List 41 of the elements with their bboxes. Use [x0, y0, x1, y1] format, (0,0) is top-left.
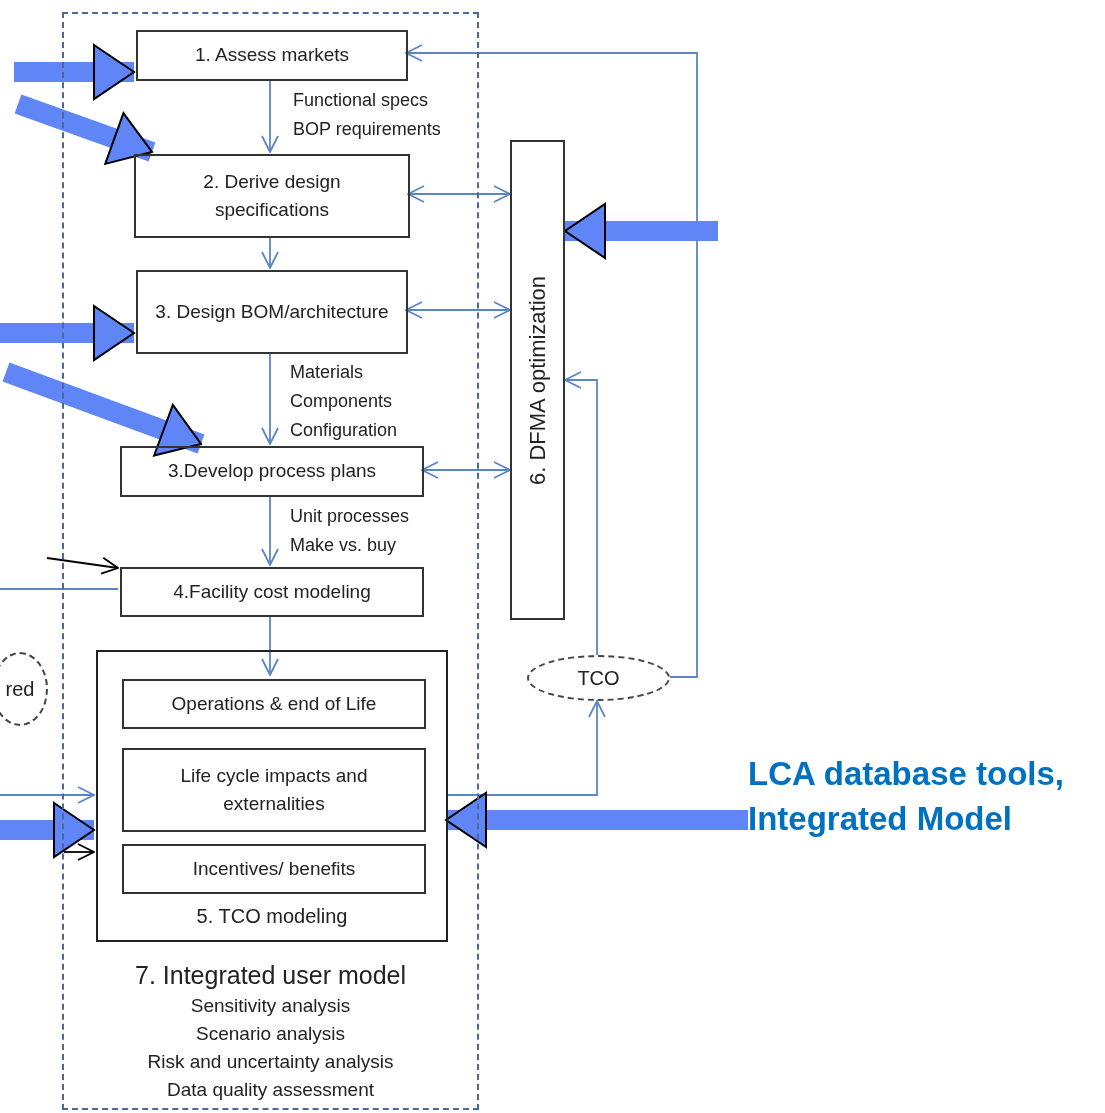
- group-title: 5. TCO modeling: [195, 905, 349, 928]
- process-box: Life cycle impacts and externalities: [122, 748, 426, 832]
- process-box: 2. Derive design specifications: [134, 154, 410, 238]
- arrow: [445, 700, 606, 796]
- arrow: [405, 44, 698, 678]
- process-box: 4.Facility cost modeling: [120, 567, 424, 617]
- block-arrow: [14, 94, 156, 165]
- process-box: 3. Design BOM/architecture: [136, 270, 408, 354]
- arrow: [261, 614, 279, 676]
- arrow: [0, 786, 95, 804]
- process-box: 1. Assess markets: [136, 30, 408, 81]
- group-box: [96, 650, 448, 942]
- process-box: Incentives/ benefits: [122, 844, 426, 894]
- block-arrow: [0, 305, 135, 361]
- process-box: 6. DFMA optimization: [510, 140, 565, 620]
- list-item: Data quality assessment: [167, 1078, 374, 1102]
- dashed-ellipse: red: [0, 652, 48, 726]
- list-item: Scenario analysis: [196, 1022, 345, 1046]
- list-item: Sensitivity analysis: [190, 994, 351, 1018]
- arrow: [261, 351, 279, 445]
- connector-line: [0, 588, 119, 590]
- dashed-ellipse: TCO: [527, 655, 670, 701]
- arrow: [407, 185, 511, 203]
- block-arrow: [0, 802, 95, 858]
- arrow: [421, 461, 511, 479]
- block-arrow: [564, 203, 718, 259]
- arrow: [405, 301, 511, 319]
- arrow: [63, 843, 95, 861]
- process-box: Operations & end of Life: [122, 679, 426, 729]
- arrow: [261, 494, 279, 566]
- arrow: [261, 235, 279, 269]
- block-arrow: [14, 44, 135, 100]
- block-arrow: [2, 362, 205, 457]
- arrow: [261, 78, 279, 153]
- callout-text: LCA database tools, Integrated Model: [748, 752, 1105, 888]
- arrow: [46, 556, 119, 575]
- arrow: [564, 371, 598, 656]
- list-item: Risk and uncertainty analysis: [147, 1050, 394, 1074]
- group-title: 7. Integrated user model: [135, 960, 406, 991]
- block-arrow: [445, 792, 748, 848]
- process-box: 3.Develop process plans: [120, 446, 424, 497]
